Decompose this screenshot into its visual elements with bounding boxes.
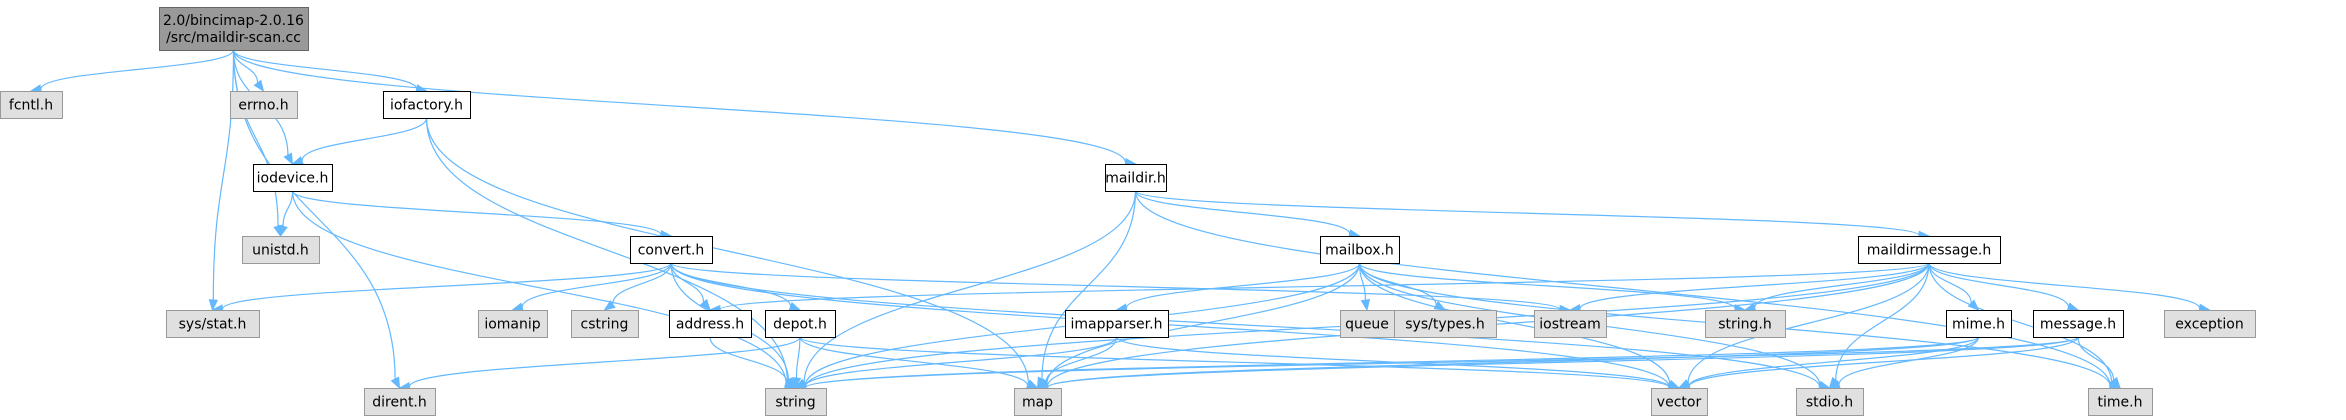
- node-timeh: time.h: [2088, 388, 2153, 416]
- node-exception: exception: [2164, 310, 2256, 338]
- node-address[interactable]: address.h: [669, 310, 752, 338]
- node-message[interactable]: message.h: [2033, 310, 2124, 338]
- node-sysstat: sys/stat.h: [166, 310, 260, 338]
- node-label-root: 2.0/bincimap-2.0.16: [163, 13, 304, 29]
- node-fcntl: fcntl.h: [0, 91, 63, 119]
- node-label-queue: queue: [1345, 317, 1389, 333]
- node-label-unistd: unistd.h: [252, 243, 309, 259]
- node-maildirmessage[interactable]: maildirmessage.h: [1858, 236, 2001, 264]
- node-stringh: string.h: [1705, 310, 1786, 338]
- node-map: map: [1014, 388, 1062, 416]
- node-label-mailbox: mailbox.h: [1325, 243, 1394, 259]
- edge-iofactory-to-string: [425, 117, 797, 389]
- edge-root-to-fcntl: [29, 49, 235, 94]
- node-systypes: sys/types.h: [1394, 310, 1497, 338]
- node-label-string: string: [775, 395, 815, 411]
- edge-message-to-map: [1036, 336, 2079, 393]
- node-string: string: [765, 388, 827, 416]
- node-label-fcntl: fcntl.h: [9, 98, 53, 114]
- edge-root-to-sysstat: [208, 49, 235, 312]
- node-label-sysstat: sys/stat.h: [179, 317, 247, 333]
- node-label-exception: exception: [2175, 317, 2243, 333]
- node-iostream: iostream: [1534, 310, 1607, 338]
- edge-convert-to-cstring: [603, 262, 672, 311]
- edge-iodevice-to-convert: [291, 190, 673, 240]
- node-root[interactable]: 2.0/bincimap-2.0.16/src/maildir-scan.cc: [159, 7, 309, 51]
- node-stdio: stdio.h: [1796, 388, 1864, 416]
- node-cstring: cstring: [571, 310, 639, 338]
- node-label-iofactory: iofactory.h: [390, 98, 463, 114]
- node-label-maildirmessage: maildirmessage.h: [1867, 243, 1992, 259]
- edge-iodevice-to-unistd: [278, 190, 294, 238]
- edge-iodevice-to-string: [291, 190, 797, 389]
- node-errno: errno.h: [230, 91, 298, 119]
- node-label-stringh: string.h: [1718, 317, 1772, 333]
- node-label-timeh: time.h: [2098, 395, 2143, 411]
- edge-address-to-string: [709, 336, 797, 389]
- node-label-iodevice: iodevice.h: [257, 171, 329, 187]
- node-label-address: address.h: [676, 317, 744, 333]
- edge-maildirmessage-to-mime: [1928, 262, 1980, 311]
- edge-message-to-vector: [1677, 336, 2079, 392]
- node-label-dirent: dirent.h: [372, 395, 427, 411]
- node-label-errno: errno.h: [238, 98, 288, 114]
- node-queue: queue: [1340, 310, 1395, 338]
- edge-root-to-maildir: [232, 49, 1137, 168]
- node-unistd: unistd.h: [242, 236, 320, 264]
- node-iofactory[interactable]: iofactory.h: [383, 91, 471, 119]
- node-label-systypes: sys/types.h: [1405, 317, 1484, 333]
- node-vector: vector: [1651, 388, 1708, 416]
- node-imapparser[interactable]: imapparser.h: [1065, 310, 1169, 338]
- edge-iofactory-to-map: [425, 117, 1039, 389]
- node-label-depot: depot.h: [773, 317, 827, 333]
- node-label-maildir: maildir.h: [1105, 171, 1166, 187]
- node-label-stdio: stdio.h: [1806, 395, 1853, 411]
- edge-iofactory-to-iodevice: [291, 117, 428, 166]
- edge-convert-to-sysstat: [211, 262, 672, 314]
- node-maildir[interactable]: maildir.h: [1105, 164, 1167, 192]
- node-label-iostream: iostream: [1539, 317, 1601, 333]
- node-iodevice[interactable]: iodevice.h: [253, 164, 333, 192]
- edge-maildirmessage-to-message: [1928, 262, 2080, 312]
- node-label-vector: vector: [1657, 395, 1702, 411]
- edge-maildirmessage-to-stdio: [1828, 262, 1930, 390]
- node-label-message: message.h: [2040, 317, 2116, 333]
- node-iomanip: iomanip: [478, 310, 548, 338]
- node-dirent: dirent.h: [364, 388, 436, 416]
- node-convert[interactable]: convert.h: [630, 236, 713, 264]
- node-label-root: /src/maildir-scan.cc: [166, 30, 301, 46]
- edge-depot-to-string: [791, 336, 802, 390]
- node-mailbox[interactable]: mailbox.h: [1320, 236, 1400, 264]
- node-label-imapparser: imapparser.h: [1071, 317, 1163, 333]
- edge-convert-to-iostream: [670, 262, 1572, 315]
- edge-convert-to-stdio: [670, 262, 1831, 392]
- edge-imapparser-to-vector: [1115, 336, 1681, 392]
- edge-depot-to-dirent: [398, 336, 801, 392]
- node-label-convert: convert.h: [638, 243, 705, 259]
- node-mime[interactable]: mime.h: [1946, 310, 2012, 338]
- edge-convert-to-address: [670, 262, 711, 312]
- node-depot[interactable]: depot.h: [765, 310, 836, 338]
- node-label-mime: mime.h: [1952, 317, 2005, 333]
- edge-message-to-timeh: [2077, 336, 2121, 390]
- edge-mime-to-stdio: [1828, 336, 1980, 390]
- edge-maildir-to-maildirmessage: [1134, 190, 1931, 241]
- node-label-map: map: [1022, 395, 1053, 411]
- node-label-iomanip: iomanip: [484, 317, 540, 333]
- node-label-cstring: cstring: [581, 317, 629, 333]
